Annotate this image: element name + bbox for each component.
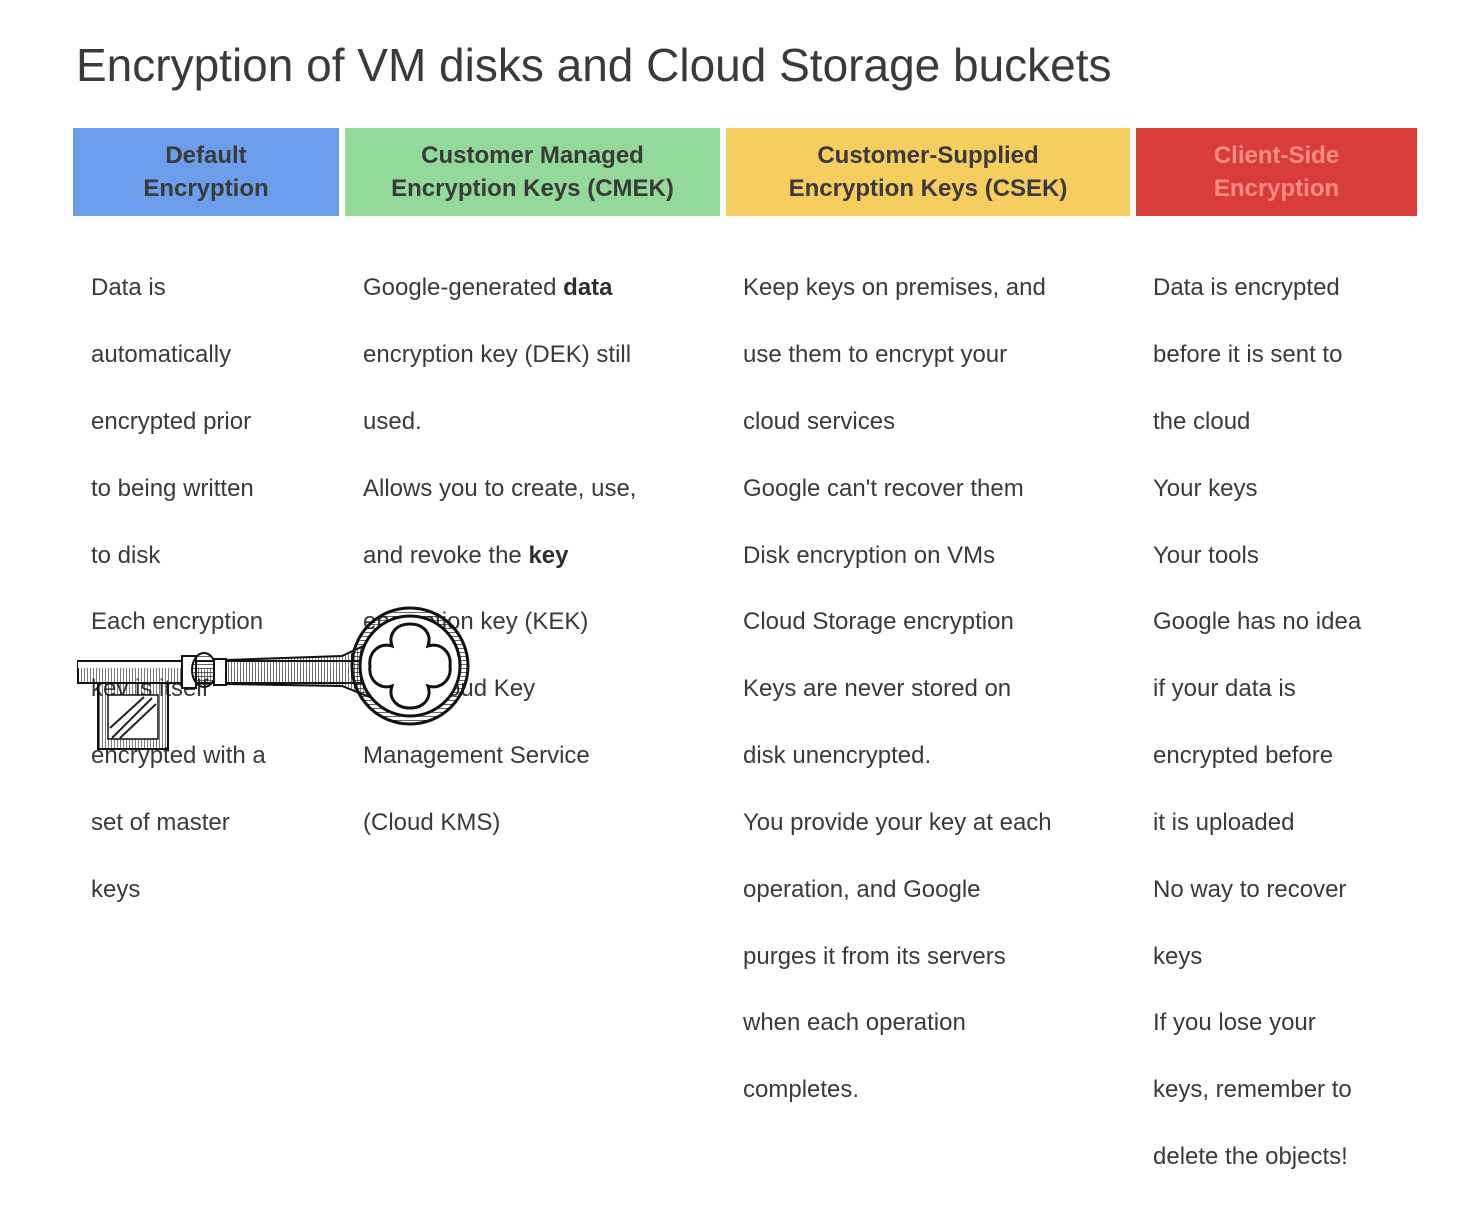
body-client-side-encryption: Data is encrypted before it is sent to t… bbox=[1153, 238, 1423, 1207]
text-line: delete the objects! bbox=[1153, 1142, 1348, 1170]
text-line: Allows you to create, use, bbox=[363, 474, 637, 502]
text-line: Your tools bbox=[1153, 541, 1259, 569]
body-default-encryption: Data is automatically encrypted prior to… bbox=[91, 238, 341, 940]
header-client-side-encryption: Client-Side Encryption bbox=[1136, 128, 1417, 216]
text-line: If you lose your bbox=[1153, 1009, 1316, 1037]
text-line: Google has no idea bbox=[1153, 608, 1362, 636]
header-csek: Customer-Supplied Encryption Keys (CSEK) bbox=[726, 128, 1130, 216]
text-line: Google can't recover them bbox=[743, 474, 1024, 502]
text-line: Data is bbox=[91, 274, 166, 302]
text-line: automatically bbox=[91, 341, 232, 369]
bold-text: data bbox=[563, 274, 613, 302]
text-line: Google-generated data bbox=[363, 271, 718, 304]
text-line: purges it from its servers bbox=[743, 942, 1006, 970]
text-line: completes. bbox=[743, 1076, 860, 1104]
text-line: Data is encrypted bbox=[1153, 274, 1340, 302]
text-line: encrypted prior bbox=[91, 408, 252, 436]
text-line: operation, and Google bbox=[743, 875, 981, 903]
body-cmek: Google-generated data encryption key (DE… bbox=[363, 238, 718, 873]
slide-title: Encryption of VM disks and Cloud Storage… bbox=[76, 39, 1112, 91]
skeleton-key-icon bbox=[72, 600, 472, 765]
text-span: and revoke the bbox=[363, 541, 529, 569]
text-line: used. bbox=[363, 408, 422, 436]
text-line: if your data is bbox=[1153, 675, 1296, 703]
text-line: keys bbox=[1153, 942, 1203, 970]
text-line: before it is sent to bbox=[1153, 341, 1343, 369]
text-line: encryption key (DEK) still bbox=[363, 341, 632, 369]
text-line: to being written bbox=[91, 474, 254, 502]
text-line: Disk encryption on VMs bbox=[743, 541, 996, 569]
text-line: You provide your key at each bbox=[743, 808, 1052, 836]
text-line: Keys are never stored on bbox=[743, 675, 1012, 703]
text-line: set of master bbox=[91, 808, 230, 836]
text-line: it is uploaded bbox=[1153, 808, 1295, 836]
header-cmek: Customer Managed Encryption Keys (CMEK) bbox=[345, 128, 720, 216]
text-line: No way to recover bbox=[1153, 875, 1347, 903]
text-line: when each operation bbox=[743, 1009, 966, 1037]
text-line: Keep keys on premises, and bbox=[743, 274, 1046, 302]
text-span: Google-generated bbox=[363, 274, 564, 302]
bold-text: key bbox=[528, 541, 569, 569]
text-line: cloud services bbox=[743, 408, 896, 436]
text-line: disk unencrypted. bbox=[743, 742, 932, 770]
header-default-encryption: Default Encryption bbox=[73, 128, 339, 216]
text-line: Your keys bbox=[1153, 474, 1258, 502]
text-line: (Cloud KMS) bbox=[363, 808, 501, 836]
body-csek: Keep keys on premises, and use them to e… bbox=[743, 238, 1133, 1140]
text-line: keys bbox=[91, 875, 141, 903]
text-line: the cloud bbox=[1153, 408, 1251, 436]
text-line: Cloud Storage encryption bbox=[743, 608, 1014, 636]
text-line: Each encryption bbox=[91, 608, 264, 636]
text-line: to disk bbox=[91, 541, 161, 569]
text-line: Management Service bbox=[363, 742, 590, 770]
text-line: encrypted before bbox=[1153, 742, 1334, 770]
text-line: and revoke the key bbox=[363, 539, 718, 572]
text-line: keys, remember to bbox=[1153, 1076, 1352, 1104]
text-line: use them to encrypt your bbox=[743, 341, 1008, 369]
